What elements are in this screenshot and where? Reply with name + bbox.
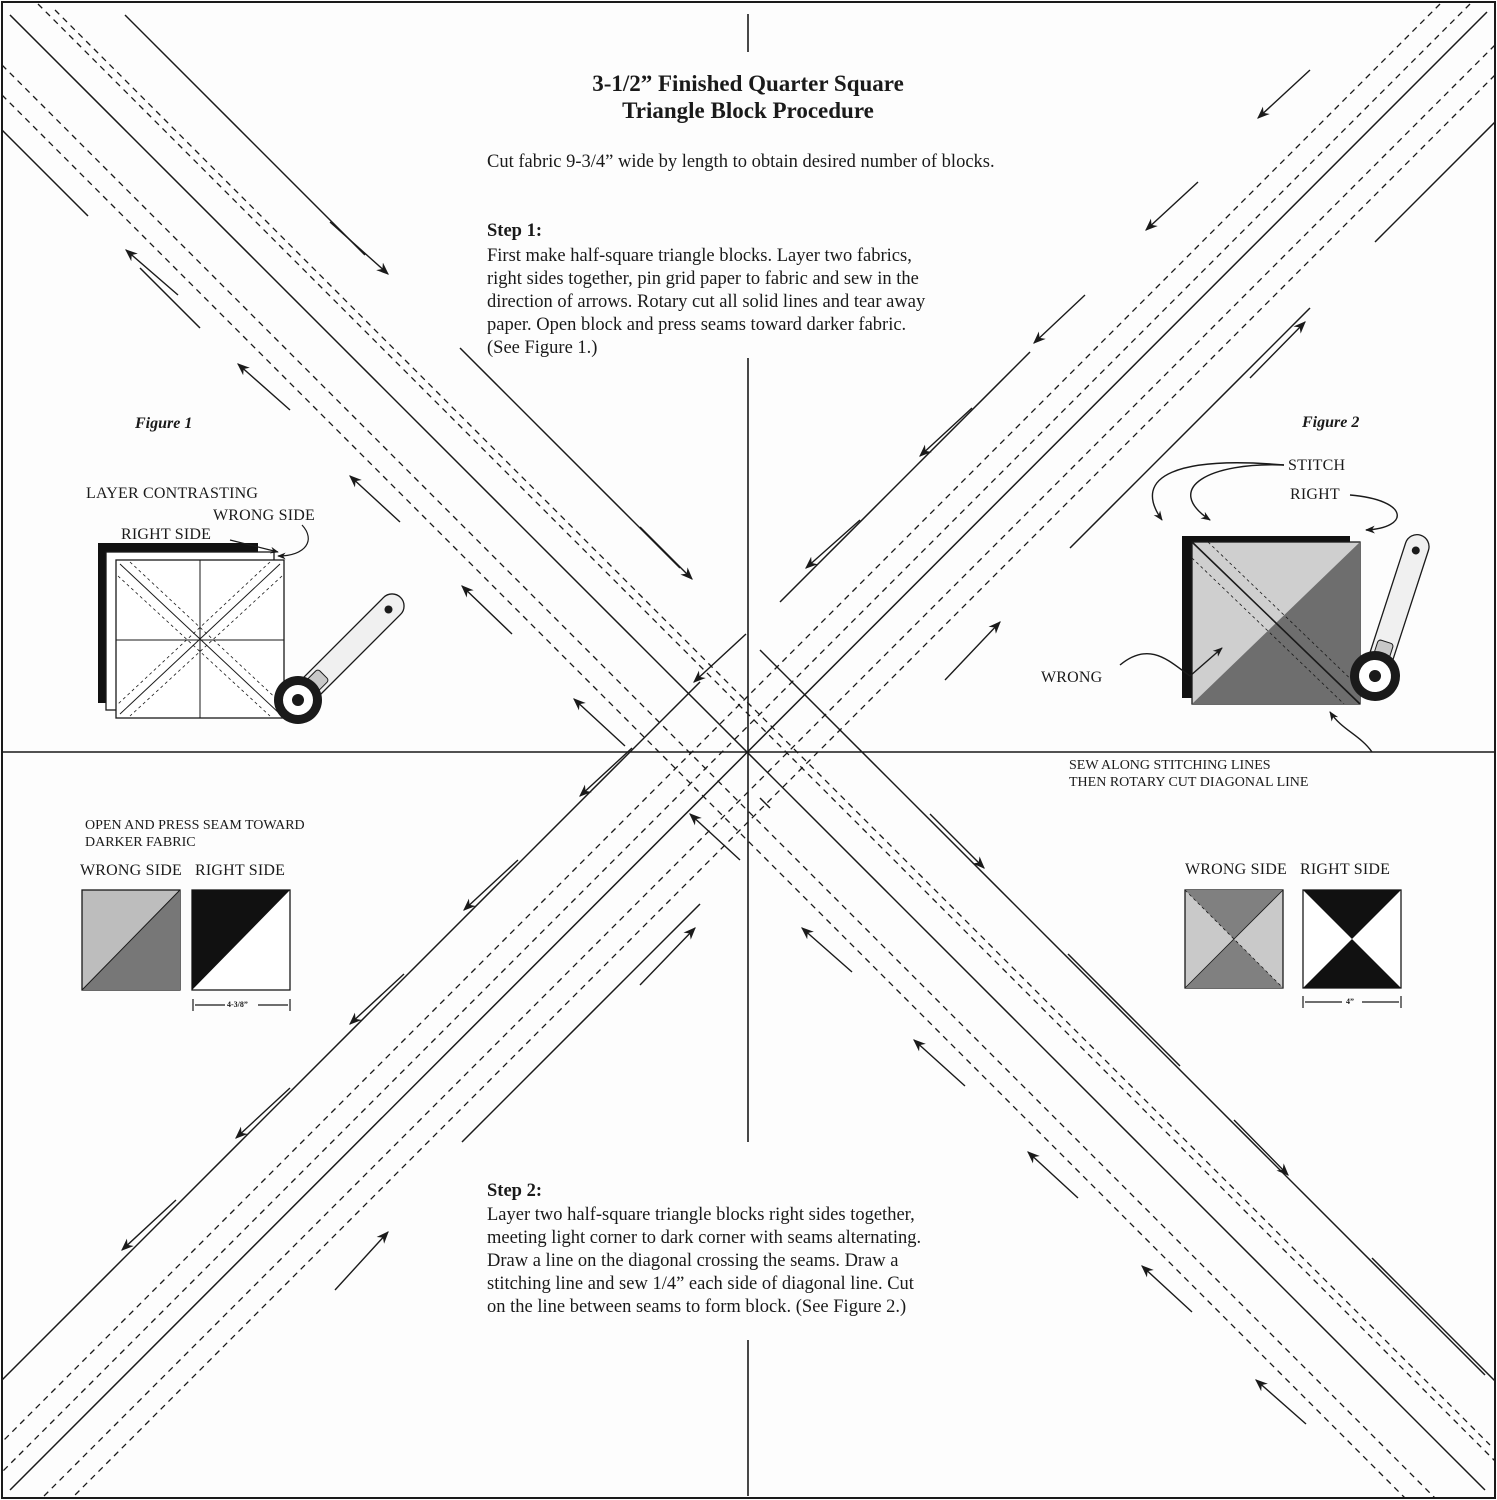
- step2-line-2: meeting light corner to dark corner with…: [487, 1228, 922, 1248]
- figure2-stitch-label: STITCH: [1288, 457, 1346, 474]
- figure2-wrong-label: WRONG: [1041, 669, 1103, 686]
- step1-line-1: First make half-square triangle blocks. …: [487, 246, 912, 266]
- figure1-fabric-layers: [98, 524, 309, 719]
- figure2-right-label: RIGHT: [1290, 486, 1340, 503]
- half-square-right-label: RIGHT SIDE: [195, 862, 286, 879]
- step2-line-4: stitching line and sew 1/4” each side of…: [487, 1274, 914, 1294]
- quarter-square-wrong-label: WRONG SIDE: [1185, 861, 1287, 878]
- figure2-caption: Figure 2: [1302, 414, 1360, 431]
- press-note-1: OPEN AND PRESS SEAM TOWARD: [85, 818, 305, 833]
- quarter-square-wrong-side: [1184, 889, 1284, 989]
- diagonal-cut-lines-b: [1, 11, 1496, 1491]
- figure2-sew-note-2: THEN ROTARY CUT DIAGONAL LINE: [1069, 775, 1309, 790]
- step1-heading: Step 1:: [487, 221, 542, 241]
- step2-line-1: Layer two half-square triangle blocks ri…: [487, 1205, 915, 1225]
- press-note-2: DARKER FABRIC: [85, 835, 196, 850]
- figure1-wrong-side-label: WRONG SIDE: [213, 507, 315, 524]
- figure2-sew-note-1: SEW ALONG STITCHING LINES: [1069, 758, 1271, 773]
- figure1-right-side-label: RIGHT SIDE: [121, 526, 212, 543]
- half-square-wrong-side: [81, 889, 181, 991]
- intro-text: Cut fabric 9-3/4” wide by length to obta…: [487, 152, 995, 172]
- half-square-right-side: [191, 889, 291, 991]
- half-square-measure: 4-3/8”: [227, 1000, 248, 1009]
- diagonal-stitch-lines-b: [1, 3, 1496, 1499]
- step1-line-5: (See Figure 1.): [487, 338, 598, 358]
- half-square-wrong-label: WRONG SIDE: [80, 862, 182, 879]
- page-title: 3-1/2” Finished Quarter Square: [592, 71, 904, 96]
- figure2-block-layers: [1119, 462, 1398, 753]
- sew-direction-arrows: [121, 69, 1311, 1425]
- step1-line-2: right sides together, pin grid paper to …: [487, 269, 919, 289]
- measure-4-3-8: [192, 999, 291, 1011]
- rotary-cutter-icon: [274, 593, 405, 724]
- step1-line-4: paper. Open block and press seams toward…: [487, 315, 907, 335]
- figure1-caption: Figure 1: [135, 415, 193, 432]
- page-subtitle: Triangle Block Procedure: [622, 98, 874, 123]
- figure1-layer-label: LAYER CONTRASTING: [86, 485, 259, 502]
- step2-line-3: Draw a line on the diagonal crossing the…: [487, 1251, 899, 1271]
- quarter-square-measure: 4”: [1346, 997, 1354, 1006]
- measure-4: [1302, 996, 1402, 1008]
- quarter-square-right-side: [1302, 889, 1402, 989]
- quarter-square-right-label: RIGHT SIDE: [1300, 861, 1391, 878]
- step2-line-5: on the line between seams to form block.…: [487, 1297, 907, 1317]
- step1-line-3: direction of arrows. Rotary cut all soli…: [487, 292, 926, 312]
- rotary-cutter-icon: [1350, 534, 1430, 701]
- step2-heading: Step 2:: [487, 1181, 542, 1201]
